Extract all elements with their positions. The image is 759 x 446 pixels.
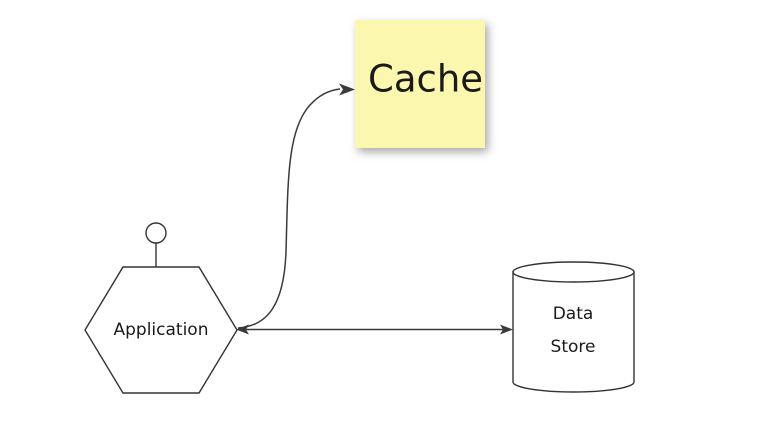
node-cache[interactable]: Cache [355, 20, 485, 148]
application-hexagon-body [84, 266, 238, 394]
edge-arrowhead-right-icon [500, 324, 513, 335]
edge-arrowhead-cache-icon [339, 83, 355, 96]
datastore-label-line1: Data [553, 304, 594, 324]
cache-note-body [355, 20, 485, 148]
datastore-label-line2: Store [551, 337, 596, 357]
application-actor-head-icon [145, 222, 167, 244]
cache-label: Cache [368, 58, 483, 101]
application-label: Application [114, 320, 209, 340]
edge-application-cache[interactable] [237, 83, 355, 329]
datastore-cylinder-body [512, 271, 635, 393]
node-datastore[interactable]: Data Store [512, 261, 635, 393]
edge-application-datastore[interactable] [236, 324, 513, 335]
datastore-cylinder-rim [512, 261, 635, 283]
node-application[interactable]: Application [84, 222, 238, 394]
edge-application-cache-curve [237, 88, 341, 329]
